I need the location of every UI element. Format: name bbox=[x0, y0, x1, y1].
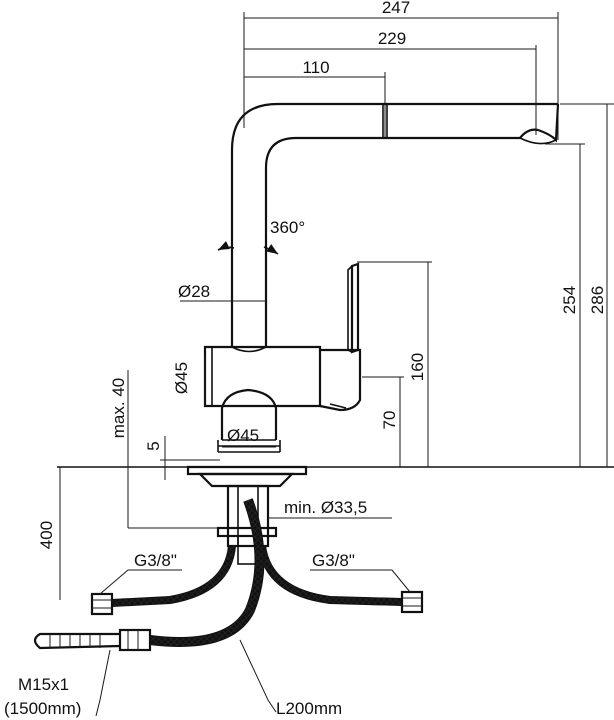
callout-l200: L200mm bbox=[239, 639, 342, 718]
dimension-247: 247 bbox=[243, 0, 559, 140]
faucet-spout bbox=[230, 102, 560, 348]
dim-160-label: 160 bbox=[408, 353, 427, 381]
dimension-dia28: Ø28 bbox=[178, 282, 266, 302]
dim-5-label: 5 bbox=[144, 441, 163, 450]
lever-handle bbox=[347, 262, 360, 354]
max40-label: max. 40 bbox=[109, 378, 128, 438]
dimension-110: 110 bbox=[244, 58, 386, 138]
dim-254-label: 254 bbox=[560, 286, 579, 314]
dim-247-label: 247 bbox=[382, 0, 410, 17]
dimension-dia45-body: Ø45 bbox=[172, 355, 206, 406]
dimension-70: 70 bbox=[362, 376, 404, 467]
callout-g38-right: G3/8" bbox=[310, 551, 411, 593]
dia28-label: Ø28 bbox=[178, 282, 210, 301]
dim-70-label: 70 bbox=[380, 411, 399, 430]
fitting-right-g38 bbox=[400, 590, 424, 614]
g38-right-label: G3/8" bbox=[312, 551, 355, 570]
dimension-5: 5 bbox=[144, 436, 220, 480]
callout-g38-left: G3/8" bbox=[99, 551, 182, 595]
mounting-assembly bbox=[128, 465, 308, 565]
dim-286-label: 286 bbox=[588, 286, 607, 314]
l200-label: L200mm bbox=[276, 699, 342, 718]
fitting-left-g38 bbox=[90, 592, 114, 616]
rotation-arrows: 360° bbox=[217, 218, 305, 255]
dim-400-label: 400 bbox=[37, 521, 56, 549]
min-hole-label: min. Ø33,5 bbox=[284, 498, 367, 517]
dimension-254: 254 bbox=[545, 143, 585, 467]
dia45-base-label: Ø45 bbox=[227, 426, 259, 445]
dimension-400: 400 bbox=[37, 467, 61, 600]
callout-m15: M15x1 (1500mm) bbox=[4, 649, 111, 718]
dimension-dia45-base: Ø45 bbox=[222, 426, 276, 448]
dim-110-label: 110 bbox=[302, 58, 329, 77]
dimension-160: 160 bbox=[357, 261, 432, 467]
flexible-hoses bbox=[111, 498, 403, 647]
g38-left-label: G3/8" bbox=[134, 551, 177, 570]
dimension-229: 229 bbox=[244, 29, 537, 135]
dimension-286: 286 bbox=[560, 103, 614, 467]
rotation-360-label: 360° bbox=[270, 218, 305, 237]
m15-label: M15x1 bbox=[18, 675, 69, 694]
fitting-m15 bbox=[33, 628, 152, 652]
dimension-min-hole: min. Ø33,5 bbox=[268, 498, 392, 519]
len1500-label: (1500mm) bbox=[4, 699, 81, 718]
dimension-max40: max. 40 bbox=[109, 370, 129, 528]
dia45-body-label: Ø45 bbox=[172, 362, 191, 394]
dim-229-label: 229 bbox=[378, 29, 406, 48]
